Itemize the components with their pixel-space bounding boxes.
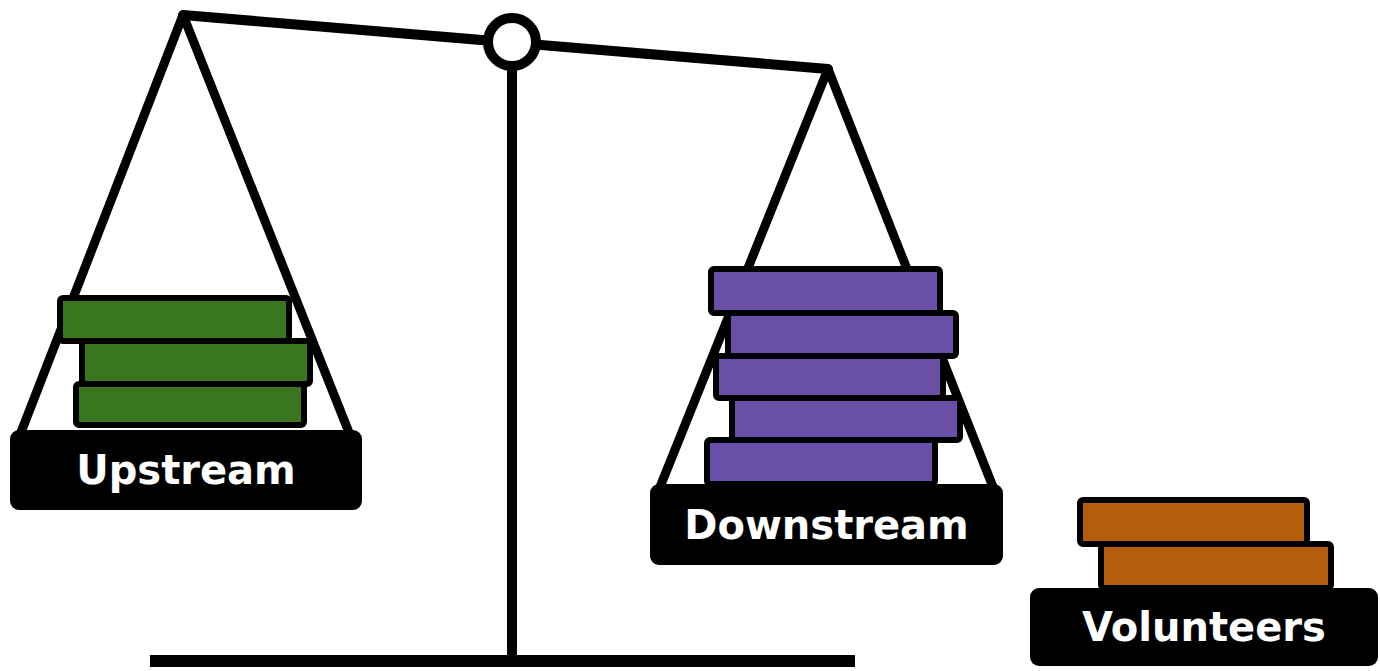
- upstream-books: [60, 298, 310, 425]
- volunteer-books: [1080, 500, 1331, 588]
- pan-label-box: Volunteers: [1030, 588, 1378, 666]
- scale-beam: [183, 15, 828, 69]
- downstream-books: [707, 269, 960, 484]
- book: [60, 298, 289, 341]
- scale-post: [507, 42, 517, 661]
- left-pan-strings: [18, 15, 352, 440]
- book: [82, 341, 310, 384]
- pivot-circle: [488, 18, 536, 66]
- book: [728, 313, 956, 356]
- pan-label: Upstream: [76, 448, 296, 492]
- right-pan-strings: [658, 69, 995, 492]
- book: [76, 384, 304, 425]
- book: [716, 356, 943, 398]
- book: [711, 269, 940, 313]
- pan-label-box: Upstream: [10, 430, 362, 510]
- book: [1080, 500, 1307, 544]
- pan-label: Downstream: [684, 503, 969, 547]
- pan-label: Volunteers: [1082, 605, 1326, 649]
- book: [1101, 544, 1331, 588]
- book: [732, 398, 960, 440]
- book: [707, 440, 935, 484]
- pan-label-box: Downstream: [650, 484, 1003, 565]
- scale-base: [150, 655, 855, 667]
